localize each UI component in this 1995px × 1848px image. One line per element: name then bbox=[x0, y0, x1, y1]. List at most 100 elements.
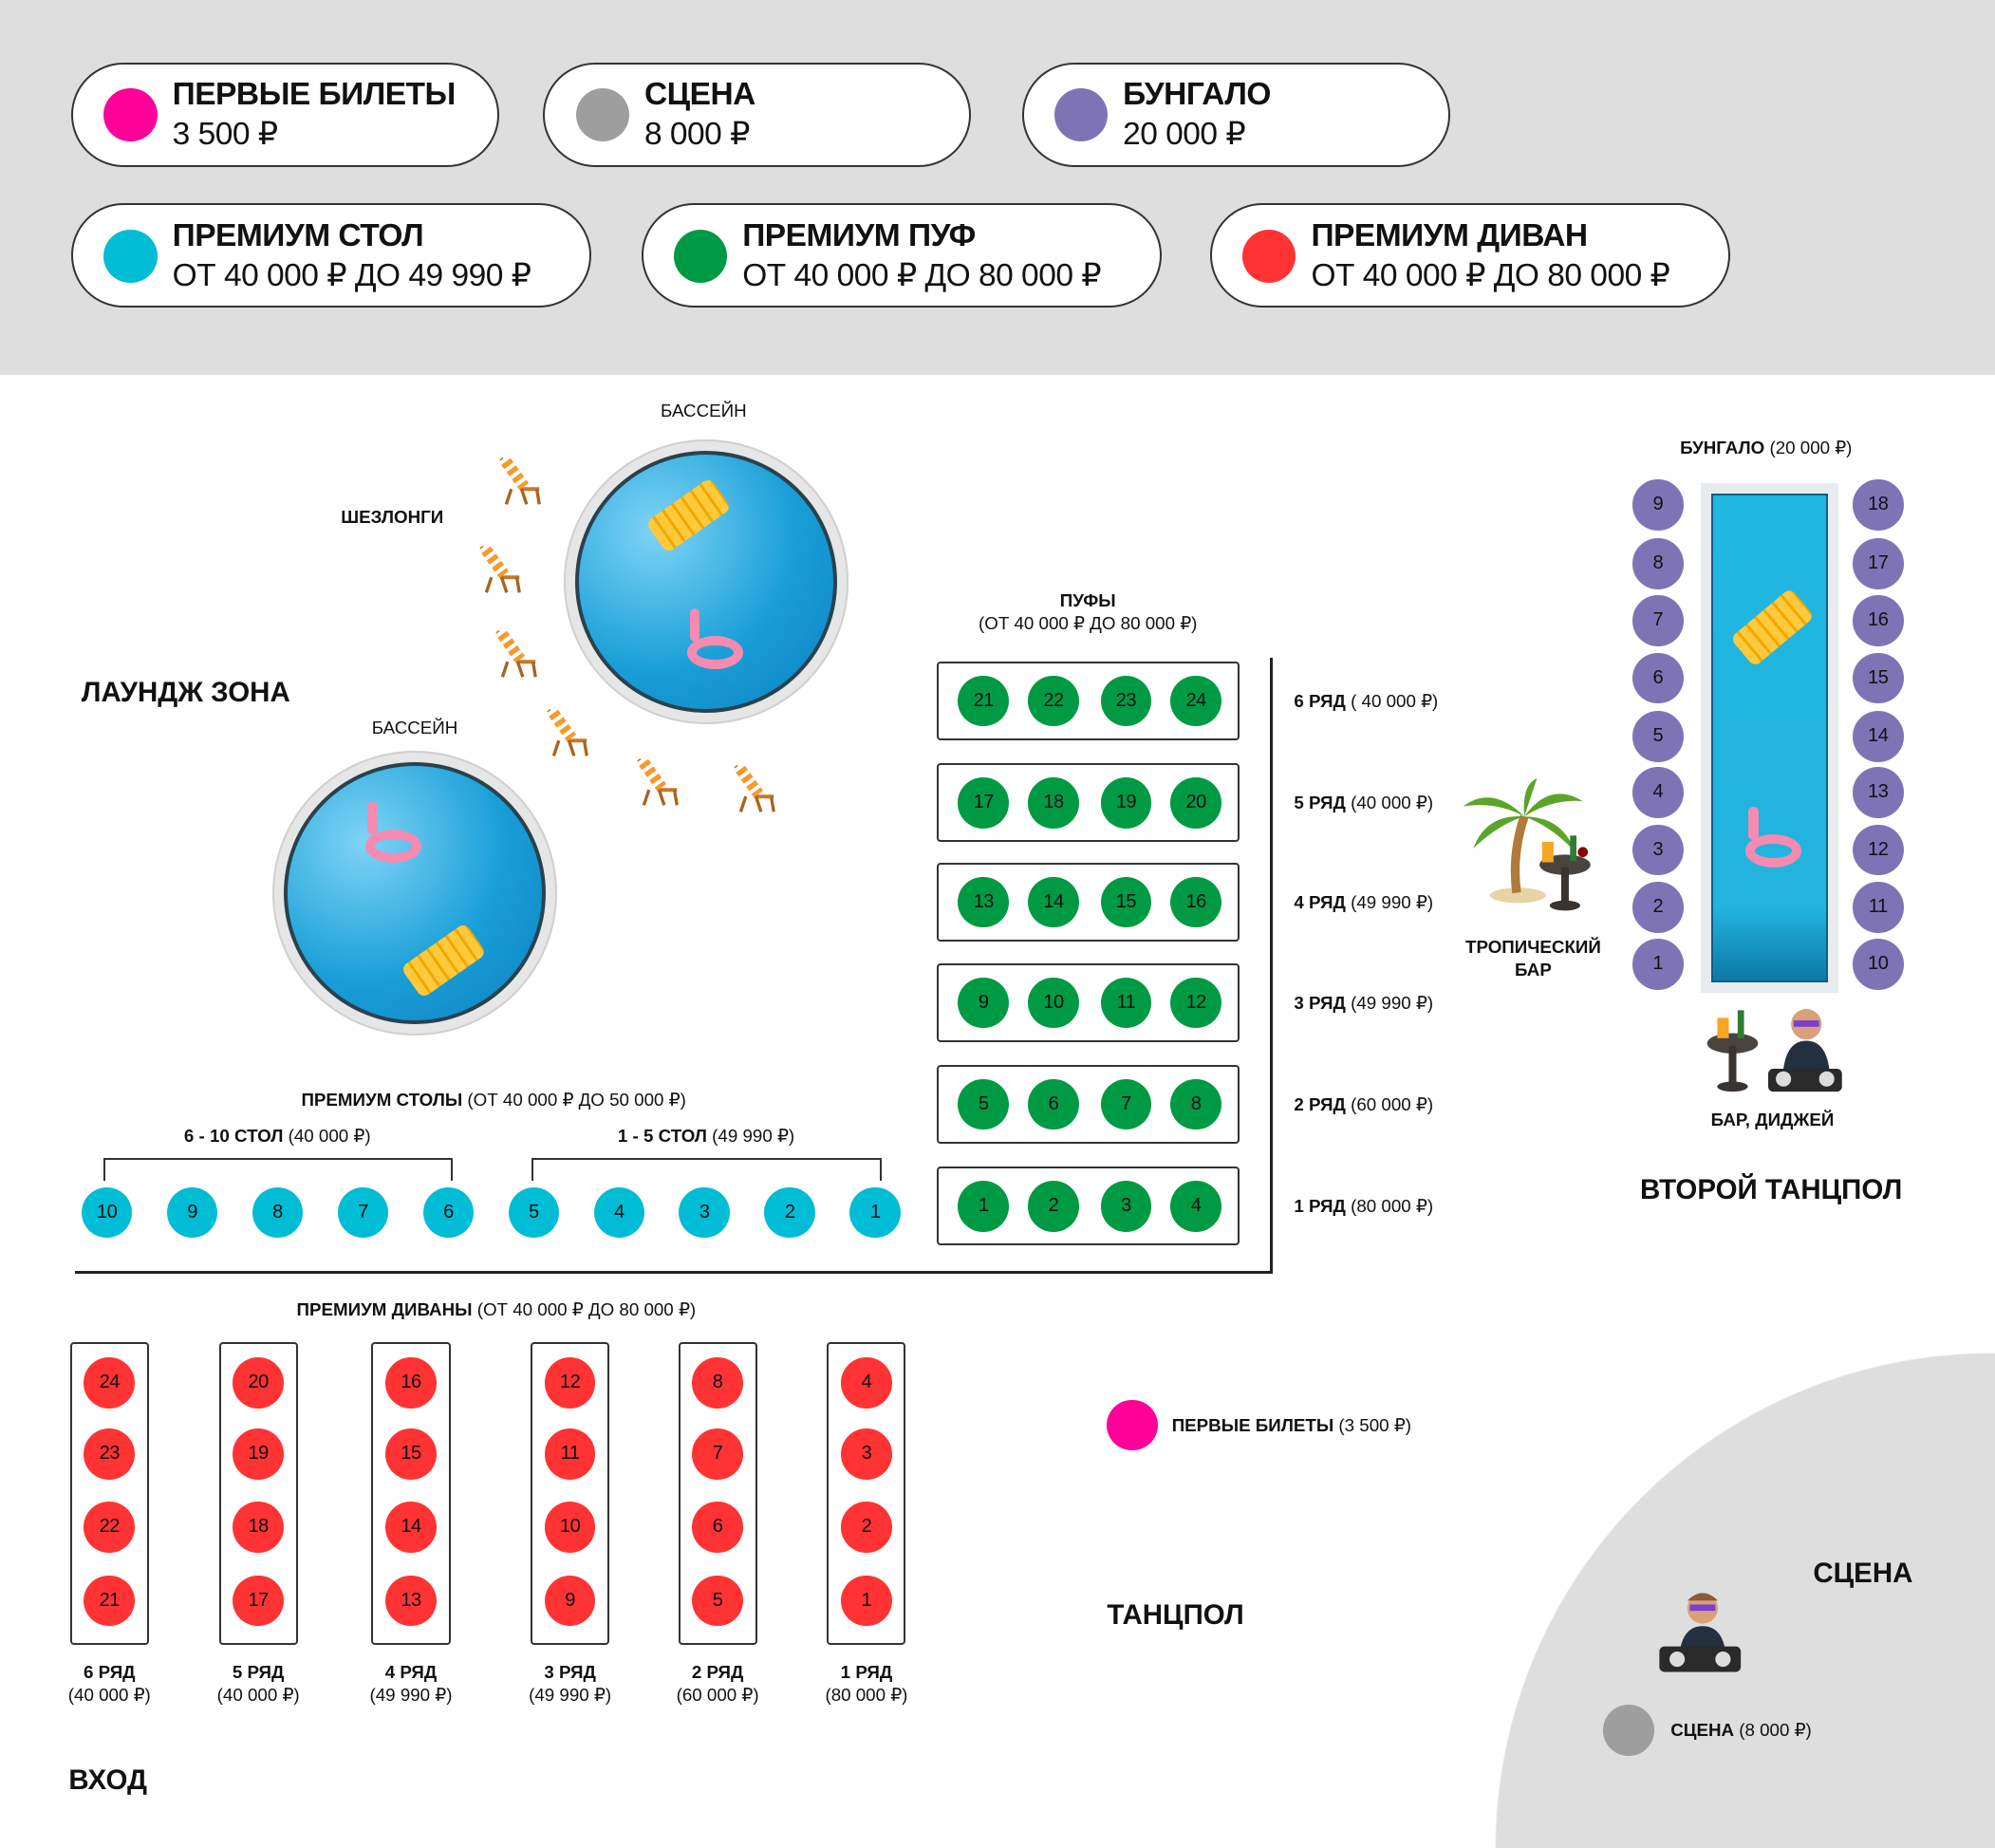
bungalow-seat[interactable]: 1 bbox=[1631, 939, 1684, 990]
stage-area bbox=[1495, 1353, 1995, 1848]
puf-seat[interactable]: 24 bbox=[1170, 675, 1221, 727]
puf-seat[interactable]: 9 bbox=[958, 977, 1010, 1029]
bungalow-seat[interactable]: 10 bbox=[1852, 939, 1904, 990]
bungalow-seat[interactable]: 17 bbox=[1852, 538, 1904, 589]
bungalow-seat[interactable]: 7 bbox=[1631, 595, 1684, 646]
puf-row-price: ( 40 000 ₽) bbox=[1345, 690, 1439, 711]
divan-seat[interactable]: 24 bbox=[84, 1357, 136, 1409]
bungalow-seat[interactable]: 9 bbox=[1631, 479, 1684, 531]
divan-seat[interactable]: 20 bbox=[233, 1357, 284, 1409]
table-seat[interactable]: 2 bbox=[764, 1186, 816, 1239]
divan-seat[interactable]: 23 bbox=[84, 1428, 136, 1481]
divan-seat[interactable]: 19 bbox=[233, 1428, 284, 1481]
bungalow-seat[interactable]: 12 bbox=[1852, 824, 1904, 876]
bungalow-seat[interactable]: 5 bbox=[1631, 711, 1684, 762]
divan-seat[interactable]: 15 bbox=[385, 1428, 437, 1481]
divan-seat[interactable]: 2 bbox=[841, 1501, 892, 1553]
divan-seat[interactable]: 6 bbox=[692, 1501, 743, 1553]
divan-seat[interactable]: 21 bbox=[84, 1575, 136, 1627]
tables-group-1-label: 6 - 10 СТОЛ (40 000 ₽) bbox=[184, 1126, 371, 1147]
puf-seat[interactable]: 15 bbox=[1100, 876, 1152, 928]
divan-seat[interactable]: 10 bbox=[544, 1501, 596, 1553]
puf-seat[interactable]: 16 bbox=[1170, 876, 1221, 928]
divan-row-name: 2 РЯД bbox=[691, 1661, 744, 1682]
legend-title: ПЕРВЫЕ БИЛЕТЫ bbox=[172, 77, 457, 113]
puf-seat[interactable]: 8 bbox=[1170, 1078, 1221, 1130]
divan-seat[interactable]: 7 bbox=[692, 1428, 743, 1481]
puf-seat[interactable]: 6 bbox=[1028, 1078, 1079, 1130]
puf-seat[interactable]: 21 bbox=[958, 675, 1010, 727]
bungalow-seat[interactable]: 2 bbox=[1631, 882, 1684, 933]
puf-seat[interactable]: 22 bbox=[1028, 675, 1079, 727]
table-seat[interactable]: 5 bbox=[508, 1186, 560, 1239]
divan-seat[interactable]: 5 bbox=[692, 1575, 743, 1627]
puf-seat[interactable]: 10 bbox=[1028, 977, 1079, 1029]
divan-seat[interactable]: 12 bbox=[544, 1357, 596, 1409]
bungalow-seat[interactable]: 4 bbox=[1631, 767, 1684, 818]
puf-seat[interactable]: 13 bbox=[958, 876, 1010, 928]
divan-seat[interactable]: 17 bbox=[233, 1575, 284, 1627]
tropical-bar-line1: ТРОПИЧЕСКИЙ bbox=[1464, 936, 1601, 957]
puf-seat[interactable]: 23 bbox=[1100, 675, 1152, 727]
divan-seat[interactable]: 13 bbox=[385, 1575, 437, 1627]
bungalow-seat[interactable]: 6 bbox=[1631, 652, 1684, 704]
flamingo-float-icon bbox=[364, 830, 421, 863]
divan-seat[interactable]: 14 bbox=[385, 1501, 437, 1553]
puf-seat[interactable]: 5 bbox=[958, 1078, 1010, 1130]
table-seat[interactable]: 7 bbox=[337, 1186, 389, 1239]
table-seat[interactable]: 4 bbox=[593, 1186, 645, 1239]
puf-seat[interactable]: 18 bbox=[1028, 777, 1079, 829]
divan-seat[interactable]: 16 bbox=[385, 1357, 437, 1409]
bungalow-seat[interactable]: 13 bbox=[1852, 767, 1904, 818]
puf-seat[interactable]: 14 bbox=[1028, 876, 1079, 928]
divan-seat[interactable]: 9 bbox=[544, 1575, 596, 1627]
table-seat[interactable]: 8 bbox=[252, 1186, 304, 1239]
sunbed-icon bbox=[546, 706, 588, 756]
divan-seat[interactable]: 3 bbox=[841, 1428, 892, 1481]
table-seat[interactable]: 6 bbox=[422, 1186, 475, 1239]
bungalow-seat[interactable]: 14 bbox=[1852, 711, 1904, 762]
divan-seat[interactable]: 1 bbox=[841, 1575, 892, 1627]
puf-seat[interactable]: 19 bbox=[1100, 777, 1152, 829]
bungalow-seat[interactable]: 15 bbox=[1852, 652, 1904, 704]
puf-row-price: (49 990 ₽) bbox=[1345, 891, 1434, 912]
bungalow-seat[interactable]: 11 bbox=[1852, 882, 1904, 933]
flamingo-neck-icon bbox=[689, 607, 700, 642]
bracket-group-1 bbox=[103, 1157, 454, 1182]
tables-title-name: ПРЕМИУМ СТОЛЫ bbox=[301, 1089, 463, 1110]
puf-seat[interactable]: 20 bbox=[1170, 777, 1221, 829]
bungalow-seat[interactable]: 8 bbox=[1631, 538, 1684, 589]
table-seat[interactable]: 10 bbox=[81, 1186, 133, 1239]
puf-seat[interactable]: 1 bbox=[958, 1181, 1010, 1232]
lounge-zone-label: ЛАУНДЖ ЗОНА bbox=[81, 677, 290, 709]
puf-seat[interactable]: 11 bbox=[1100, 977, 1152, 1029]
dj-icon bbox=[1659, 1593, 1741, 1672]
sunbed-icon bbox=[478, 543, 521, 594]
stage-legend-label: СЦЕНА (8 000 ₽) bbox=[1670, 1720, 1812, 1741]
bungalow-title: БУНГАЛО (20 000 ₽) bbox=[1680, 438, 1852, 458]
divan-seat[interactable]: 22 bbox=[84, 1501, 136, 1553]
table-seat[interactable]: 1 bbox=[849, 1186, 901, 1239]
divan-seat[interactable]: 18 bbox=[233, 1501, 284, 1553]
divan-seat[interactable]: 11 bbox=[544, 1428, 596, 1481]
bungalow-seat[interactable]: 18 bbox=[1852, 479, 1904, 531]
table-seat[interactable]: 9 bbox=[166, 1186, 218, 1239]
legend-band bbox=[0, 0, 1995, 376]
legend-color-dot bbox=[1242, 229, 1296, 284]
bungalow-seat[interactable]: 16 bbox=[1852, 595, 1904, 646]
divan-seat[interactable]: 4 bbox=[841, 1357, 892, 1409]
puf-seat[interactable]: 4 bbox=[1170, 1181, 1221, 1232]
divan-seat[interactable]: 8 bbox=[692, 1357, 743, 1409]
puf-seat[interactable]: 3 bbox=[1100, 1181, 1152, 1232]
puf-seat[interactable]: 17 bbox=[958, 777, 1010, 829]
bungalow-seat[interactable]: 3 bbox=[1631, 824, 1684, 876]
puf-seat[interactable]: 12 bbox=[1170, 977, 1221, 1029]
legend-price: 20 000 ₽ bbox=[1123, 117, 1246, 153]
entrance-label: ВХОД bbox=[68, 1764, 148, 1797]
puf-seat[interactable]: 7 bbox=[1100, 1078, 1152, 1130]
puf-seat[interactable]: 2 bbox=[1028, 1181, 1079, 1232]
table-seat[interactable]: 3 bbox=[679, 1186, 731, 1239]
divans-title-name: ПРЕМИУМ ДИВАНЫ bbox=[296, 1298, 473, 1319]
